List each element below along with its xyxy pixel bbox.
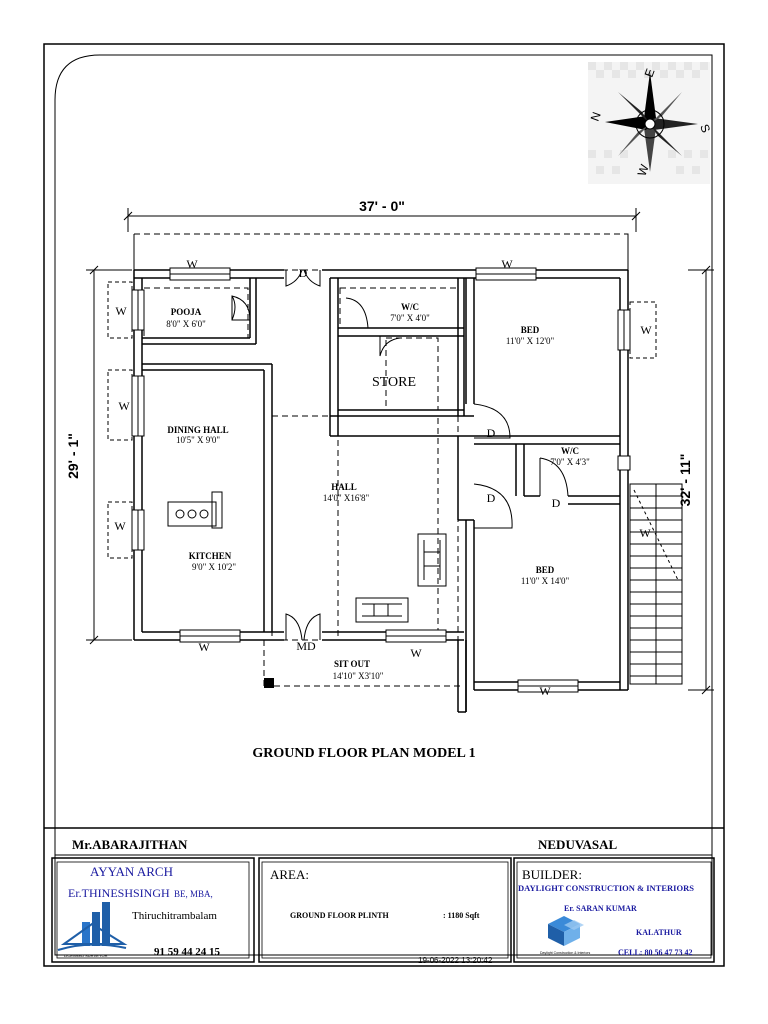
window-tag: W <box>640 323 652 337</box>
plinth-label: GROUND FLOOR PLINTH <box>290 911 389 920</box>
window-tag: W <box>198 640 210 654</box>
dining-size: 10'5" X 9'0" <box>176 435 220 445</box>
window-tag: W <box>114 519 126 533</box>
window-tag: W <box>118 399 130 413</box>
window-tag: W <box>115 304 127 318</box>
corner-marker <box>264 678 274 688</box>
architect-phone: 91 59 44 24 15 <box>154 946 221 958</box>
building-logo-icon: LICENSED SURVEYOR <box>57 902 128 958</box>
stove <box>167 501 217 527</box>
architect-firm: AYYAN ARCH <box>90 864 173 879</box>
plan-title: GROUND FLOOR PLAN MODEL 1 <box>252 746 475 761</box>
timestamp: 19-06-2022 13:20:42 <box>418 956 493 965</box>
sitout-size: 14'10" X3'10" <box>333 671 384 681</box>
pooja-name: POOJA <box>171 307 202 317</box>
hall-size: 14'0" X16'8" <box>323 493 370 503</box>
compass-w: W <box>635 162 652 178</box>
architect-logo-caption: LICENSED SURVEYOR <box>64 953 108 958</box>
architect-engineer: Er.THINESHSINGH <box>68 886 170 900</box>
builder-logo-icon: Daylight Construction & Interiors <box>540 916 590 955</box>
client-name: Mr.ABARAJITHAN <box>72 837 188 852</box>
dimension-lines <box>86 208 714 695</box>
architect-qualification: BE, MBA, <box>174 889 213 899</box>
bed1-size: 11'0" X 12'0" <box>506 336 555 346</box>
door-tag: D <box>487 491 496 505</box>
furniture <box>167 491 447 623</box>
wc2-name: W/C <box>561 446 579 456</box>
sitout-name: SIT OUT <box>334 659 370 669</box>
door-tag: D <box>299 266 308 280</box>
wc1-name: W/C <box>401 302 419 312</box>
builder-heading: BUILDER: <box>522 867 582 882</box>
pooja-size: 8'0" X 6'0" <box>166 319 206 329</box>
builder-company: DAYLIGHT CONSTRUCTION & INTERIORS <box>518 883 694 893</box>
door-tag: D <box>487 426 496 440</box>
right-dimension: 32' - 11" <box>677 454 693 507</box>
wc2-size: 7'0" X 4'3" <box>550 457 590 467</box>
bed2-name: BED <box>536 565 555 575</box>
builder-engineer: Er. SARAN KUMAR <box>564 904 637 913</box>
doors <box>231 269 569 641</box>
compass-icon: N S E W <box>588 62 713 184</box>
door-tag: D <box>552 496 561 510</box>
staircase <box>629 483 683 685</box>
dining-name: DINING HALL <box>167 425 228 435</box>
builder-place: KALATHUR <box>636 928 682 937</box>
window-tag: W <box>539 684 551 698</box>
wc1-size: 7'0" X 4'0" <box>390 313 430 323</box>
bed2-size: 11'0" X 14'0" <box>521 576 570 586</box>
kitchen-name: KITCHEN <box>189 551 232 561</box>
site-location: NEDUVASAL <box>538 837 618 852</box>
window-tag: W <box>186 257 198 271</box>
windows <box>131 267 631 693</box>
main-door-tag: MD <box>296 639 316 653</box>
sheet-border <box>43 43 725 967</box>
inner-border <box>54 54 713 956</box>
title-block <box>44 827 724 963</box>
window-tag: W <box>410 646 422 660</box>
builder-phone: CELL: 80 56 47 73 42 <box>618 948 692 957</box>
window-tag: W <box>501 257 513 271</box>
window-tag: W <box>639 526 651 540</box>
store-name: STORE <box>372 375 416 390</box>
kitchen-size: 9'0" X 10'2" <box>192 562 236 572</box>
width-dimension: 37' - 0" <box>359 198 405 214</box>
sofa-vertical <box>417 533 447 587</box>
window-projections <box>107 281 657 559</box>
builder-logo-caption: Daylight Construction & Interiors <box>540 951 590 955</box>
bed1-name: BED <box>521 325 540 335</box>
hall-name: HALL <box>331 482 357 492</box>
left-dimension: 29' - 1" <box>65 433 81 479</box>
plinth-value: : 1180 Sqft <box>443 911 480 920</box>
sofa-horizontal <box>355 597 409 623</box>
architect-place: Thiruchitrambalam <box>132 910 217 922</box>
area-heading: AREA: <box>270 867 309 882</box>
